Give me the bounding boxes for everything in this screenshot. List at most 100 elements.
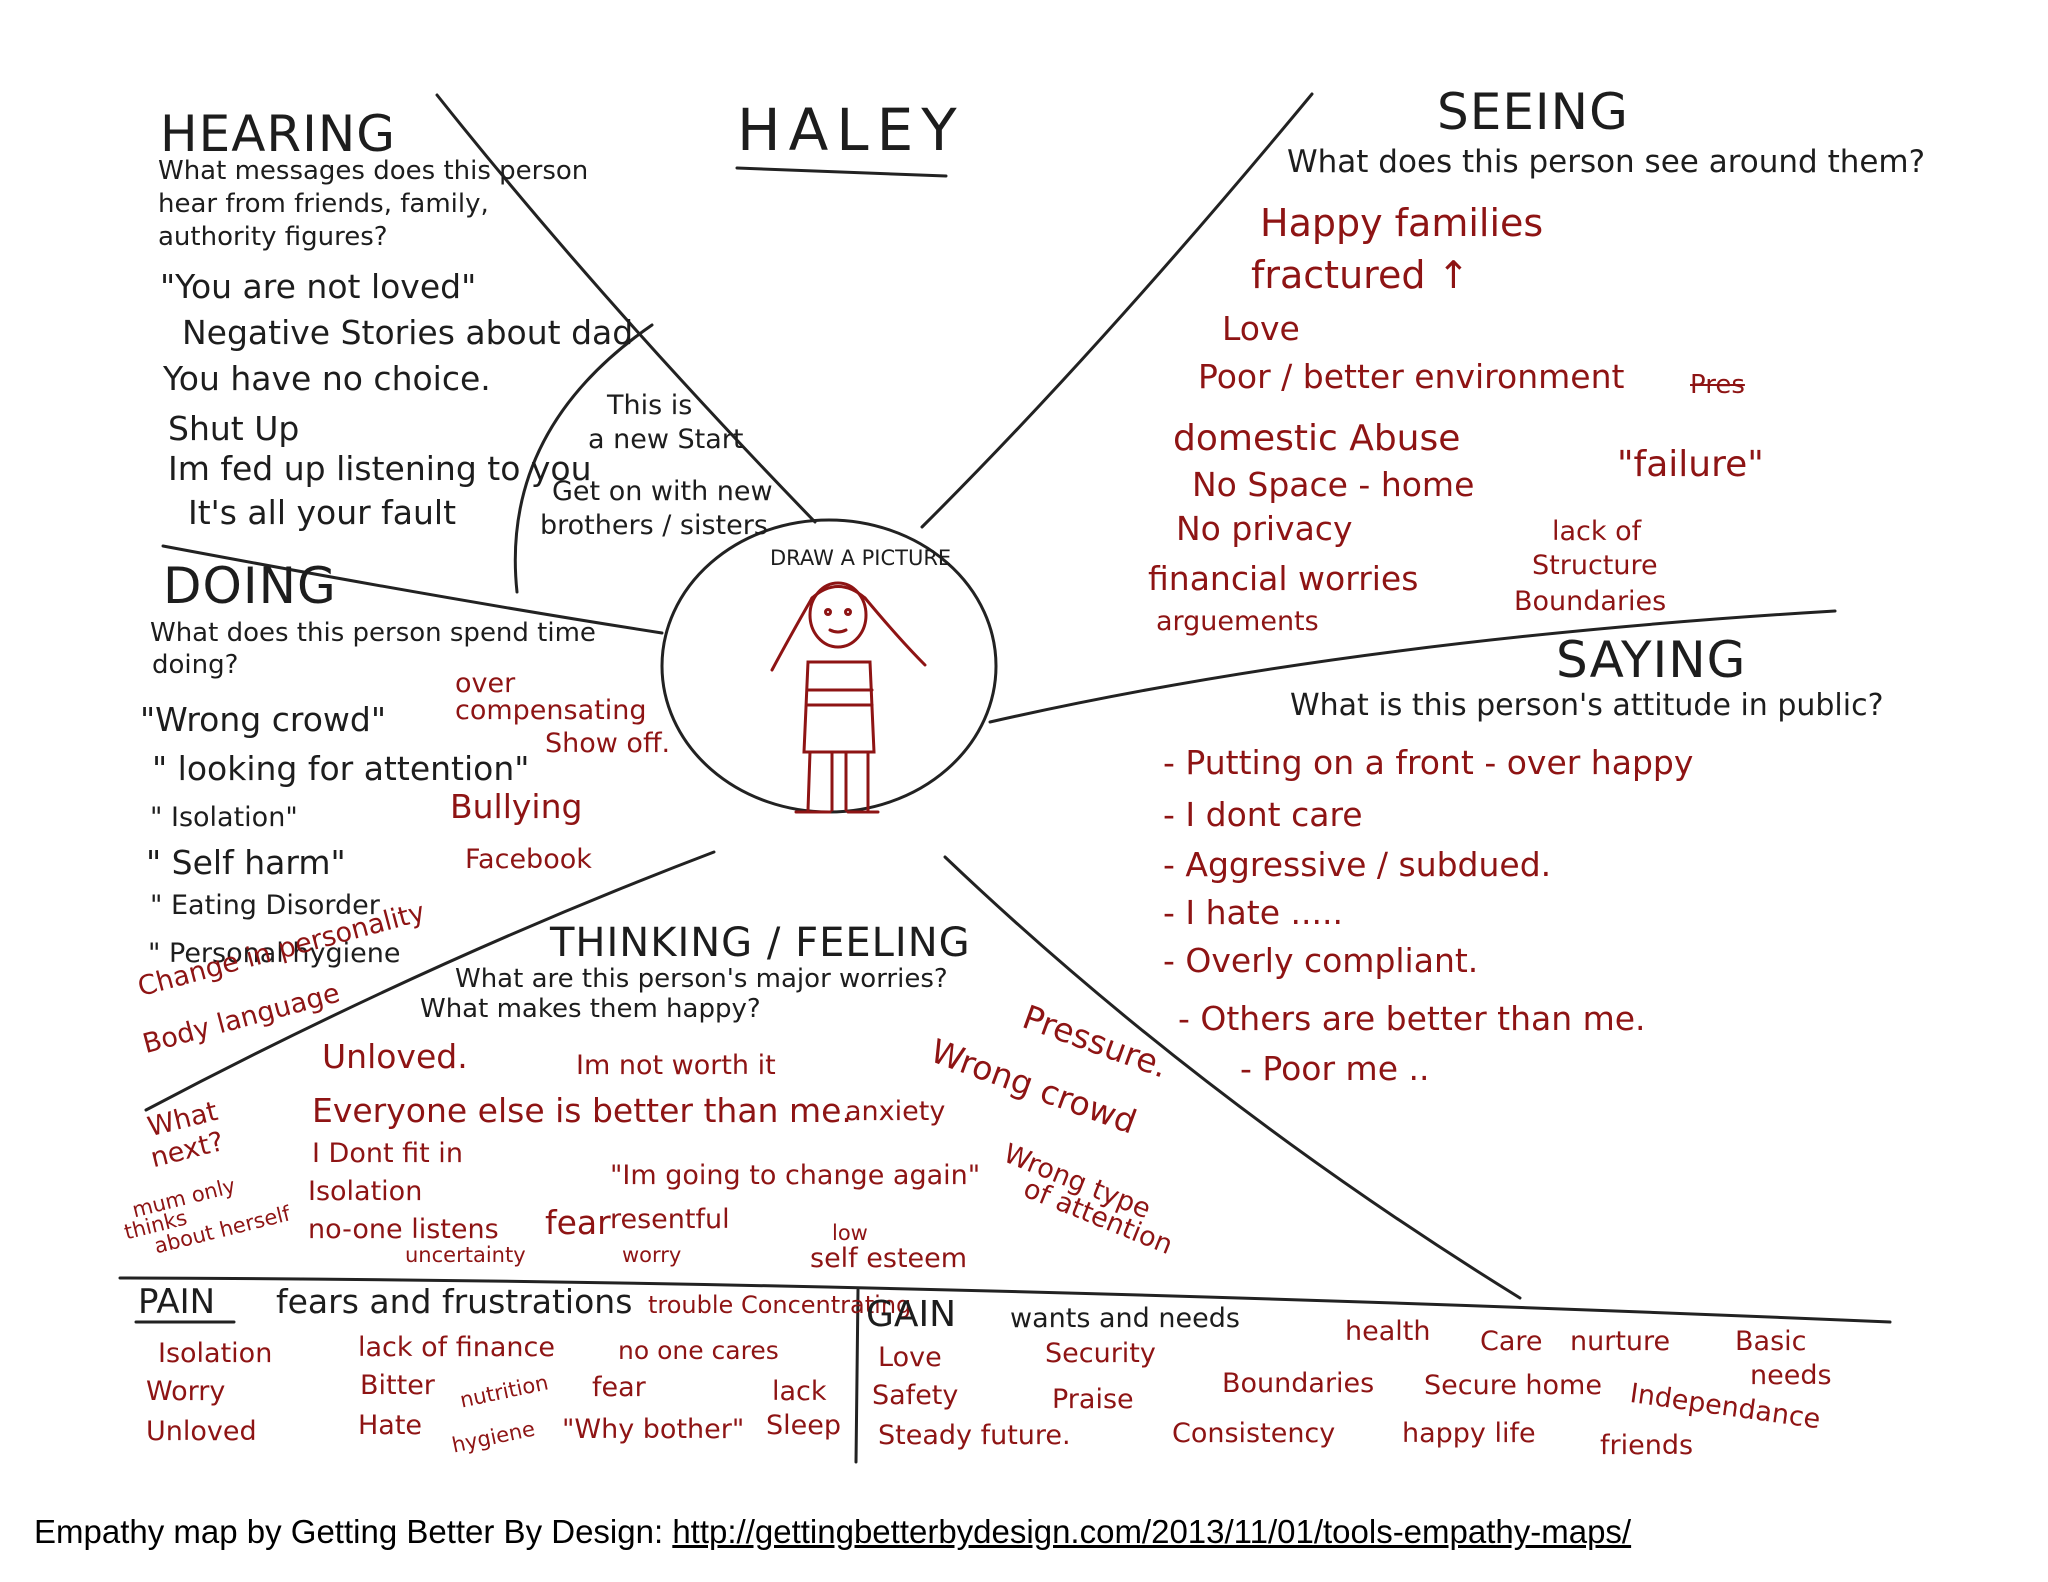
gain-item: Safety [872,1380,959,1411]
hearing-side-item: This is [607,390,693,421]
doing-heading: DOING [163,557,337,615]
thinking-item: Isolation [308,1176,423,1207]
thinking-item: uncertainty [405,1243,526,1267]
hearing-item: Im fed up listening to you [168,449,592,488]
gain-item: Basic [1735,1326,1807,1357]
seeing-heading: SEEING [1437,83,1629,141]
thinking-item: Im not worth it [576,1050,776,1081]
footer-caption: Empathy map by Getting Better By Design:… [34,1513,1632,1550]
gain-item: Care [1480,1326,1543,1357]
saying-item: - Others are better than me. [1178,999,1646,1038]
doing-right-item: compensating [455,695,647,726]
pain-item: Worry [146,1376,226,1407]
seeing-right-item: Boundaries [1514,586,1667,617]
thinking-item: Everyone else is better than me. [312,1091,852,1130]
divider-thinking-right [943,855,1522,1300]
seeing-item: No Space - home [1192,465,1475,504]
hearing-question-line: What messages does this person [158,156,589,186]
pain-item: Isolation [158,1338,273,1369]
thinking-item: no-one listens [308,1214,499,1245]
doing-item: " looking for attention" [152,749,530,788]
pain-item: no one cares [618,1336,779,1365]
seeing-item: fractured ↑ [1251,253,1470,297]
hearing-item: You have no choice. [163,359,491,398]
seeing-right-item: "failure" [1617,444,1764,485]
doing-right-item: over [455,668,516,699]
divider-seeing-saying [920,92,1314,529]
seeing-item: financial worries [1148,559,1419,598]
gain-subheading: wants and needs [1010,1303,1240,1334]
saying-item: - Putting on a front - over happy [1163,743,1694,782]
gain-item: happy life [1402,1418,1536,1449]
gain-item: Boundaries [1222,1368,1375,1399]
divider-hearing-thinking [435,93,817,524]
pain-heading: PAIN [138,1282,216,1322]
thinking-item: resentful [610,1204,730,1235]
doing-item: " Isolation" [150,802,298,833]
divider-doing-left [161,544,664,635]
thinking-item: fear [545,1203,611,1242]
doing-item: " Personal hygiene [148,938,401,969]
saying-item: - I hate ..... [1163,893,1343,932]
saying-item: - I dont care [1163,795,1363,834]
thinking-item: low [832,1221,868,1245]
thinking-item: self esteem [810,1243,968,1274]
gain-item: Love [878,1342,942,1373]
pain-item: "Why bother" [562,1414,745,1445]
saying-heading: SAYING [1556,631,1747,689]
gain-item: needs [1750,1360,1832,1391]
divider-hearing-inner [513,323,654,594]
thinking-item: Unloved. [322,1037,468,1076]
gain-item: nurture [1570,1326,1671,1357]
saying-item: - Poor me .. [1240,1049,1430,1088]
seeing-item: Love [1222,309,1300,348]
doing-item: " Eating Disorder [150,890,380,921]
gain-item: Security [1045,1338,1156,1369]
divider-saying-right [988,609,1837,724]
haley-drawing [770,581,927,814]
page-title: HALEY [737,96,965,164]
doing-question-line: doing? [152,650,239,680]
seeing-struck-item: Pres [1690,370,1745,400]
hearing-side-item: Get on with new [552,476,773,507]
gain-item: Praise [1052,1384,1134,1415]
footer-text: Empathy map by Getting Better By Design: [34,1513,664,1550]
gain-item: Steady future. [878,1420,1071,1451]
footer-link[interactable]: http://gettingbetterbydesign.com/2013/11… [672,1513,1632,1550]
hearing-item: "You are not loved" [160,267,477,306]
center-label: DRAW A PICTURE [770,546,952,570]
hearing-question-line: authority figures? [158,222,388,252]
thinking-item: anxiety [845,1096,946,1127]
pain-item: trouble Concentrating [648,1291,912,1319]
seeing-item: Happy families [1260,201,1544,245]
hearing-item: Negative Stories about dad [182,313,634,352]
saying-question: What is this person's attitude in public… [1290,688,1884,723]
hearing-side-item: brothers / sisters [540,510,768,541]
doing-item: " Self harm" [146,843,346,882]
divider-pain-gain [118,1276,1892,1324]
seeing-question: What does this person see around them? [1287,144,1926,180]
thinking-item: worry [622,1243,682,1267]
seeing-item: No privacy [1176,509,1353,548]
doing-right-item: Show off. [545,728,671,759]
thinking-item: "Im going to change again" [610,1160,981,1191]
gain-item: Secure home [1424,1370,1602,1401]
saying-item: - Overly compliant. [1163,941,1479,980]
doing-right-item: Facebook [465,844,592,875]
seeing-right-item: Structure [1532,550,1658,581]
pain-subheading: fears and frustrations [276,1282,633,1321]
pain-item: Hate [358,1410,423,1441]
divider-thinking-left [144,850,716,1112]
hearing-side-item: a new Start [588,424,744,455]
seeing-right-item: lack of [1552,516,1642,547]
pain-item: lack [772,1376,827,1407]
pain-item: fear [592,1372,646,1403]
doing-item: "Wrong crowd" [140,700,387,739]
saying-item: - Aggressive / subdued. [1163,845,1552,884]
hearing-question-line: hear from friends, family, [158,189,489,219]
seeing-item: Poor / better environment [1198,357,1625,396]
pain-item: Unloved [146,1416,257,1447]
divider-pain-vertical [854,1288,860,1464]
